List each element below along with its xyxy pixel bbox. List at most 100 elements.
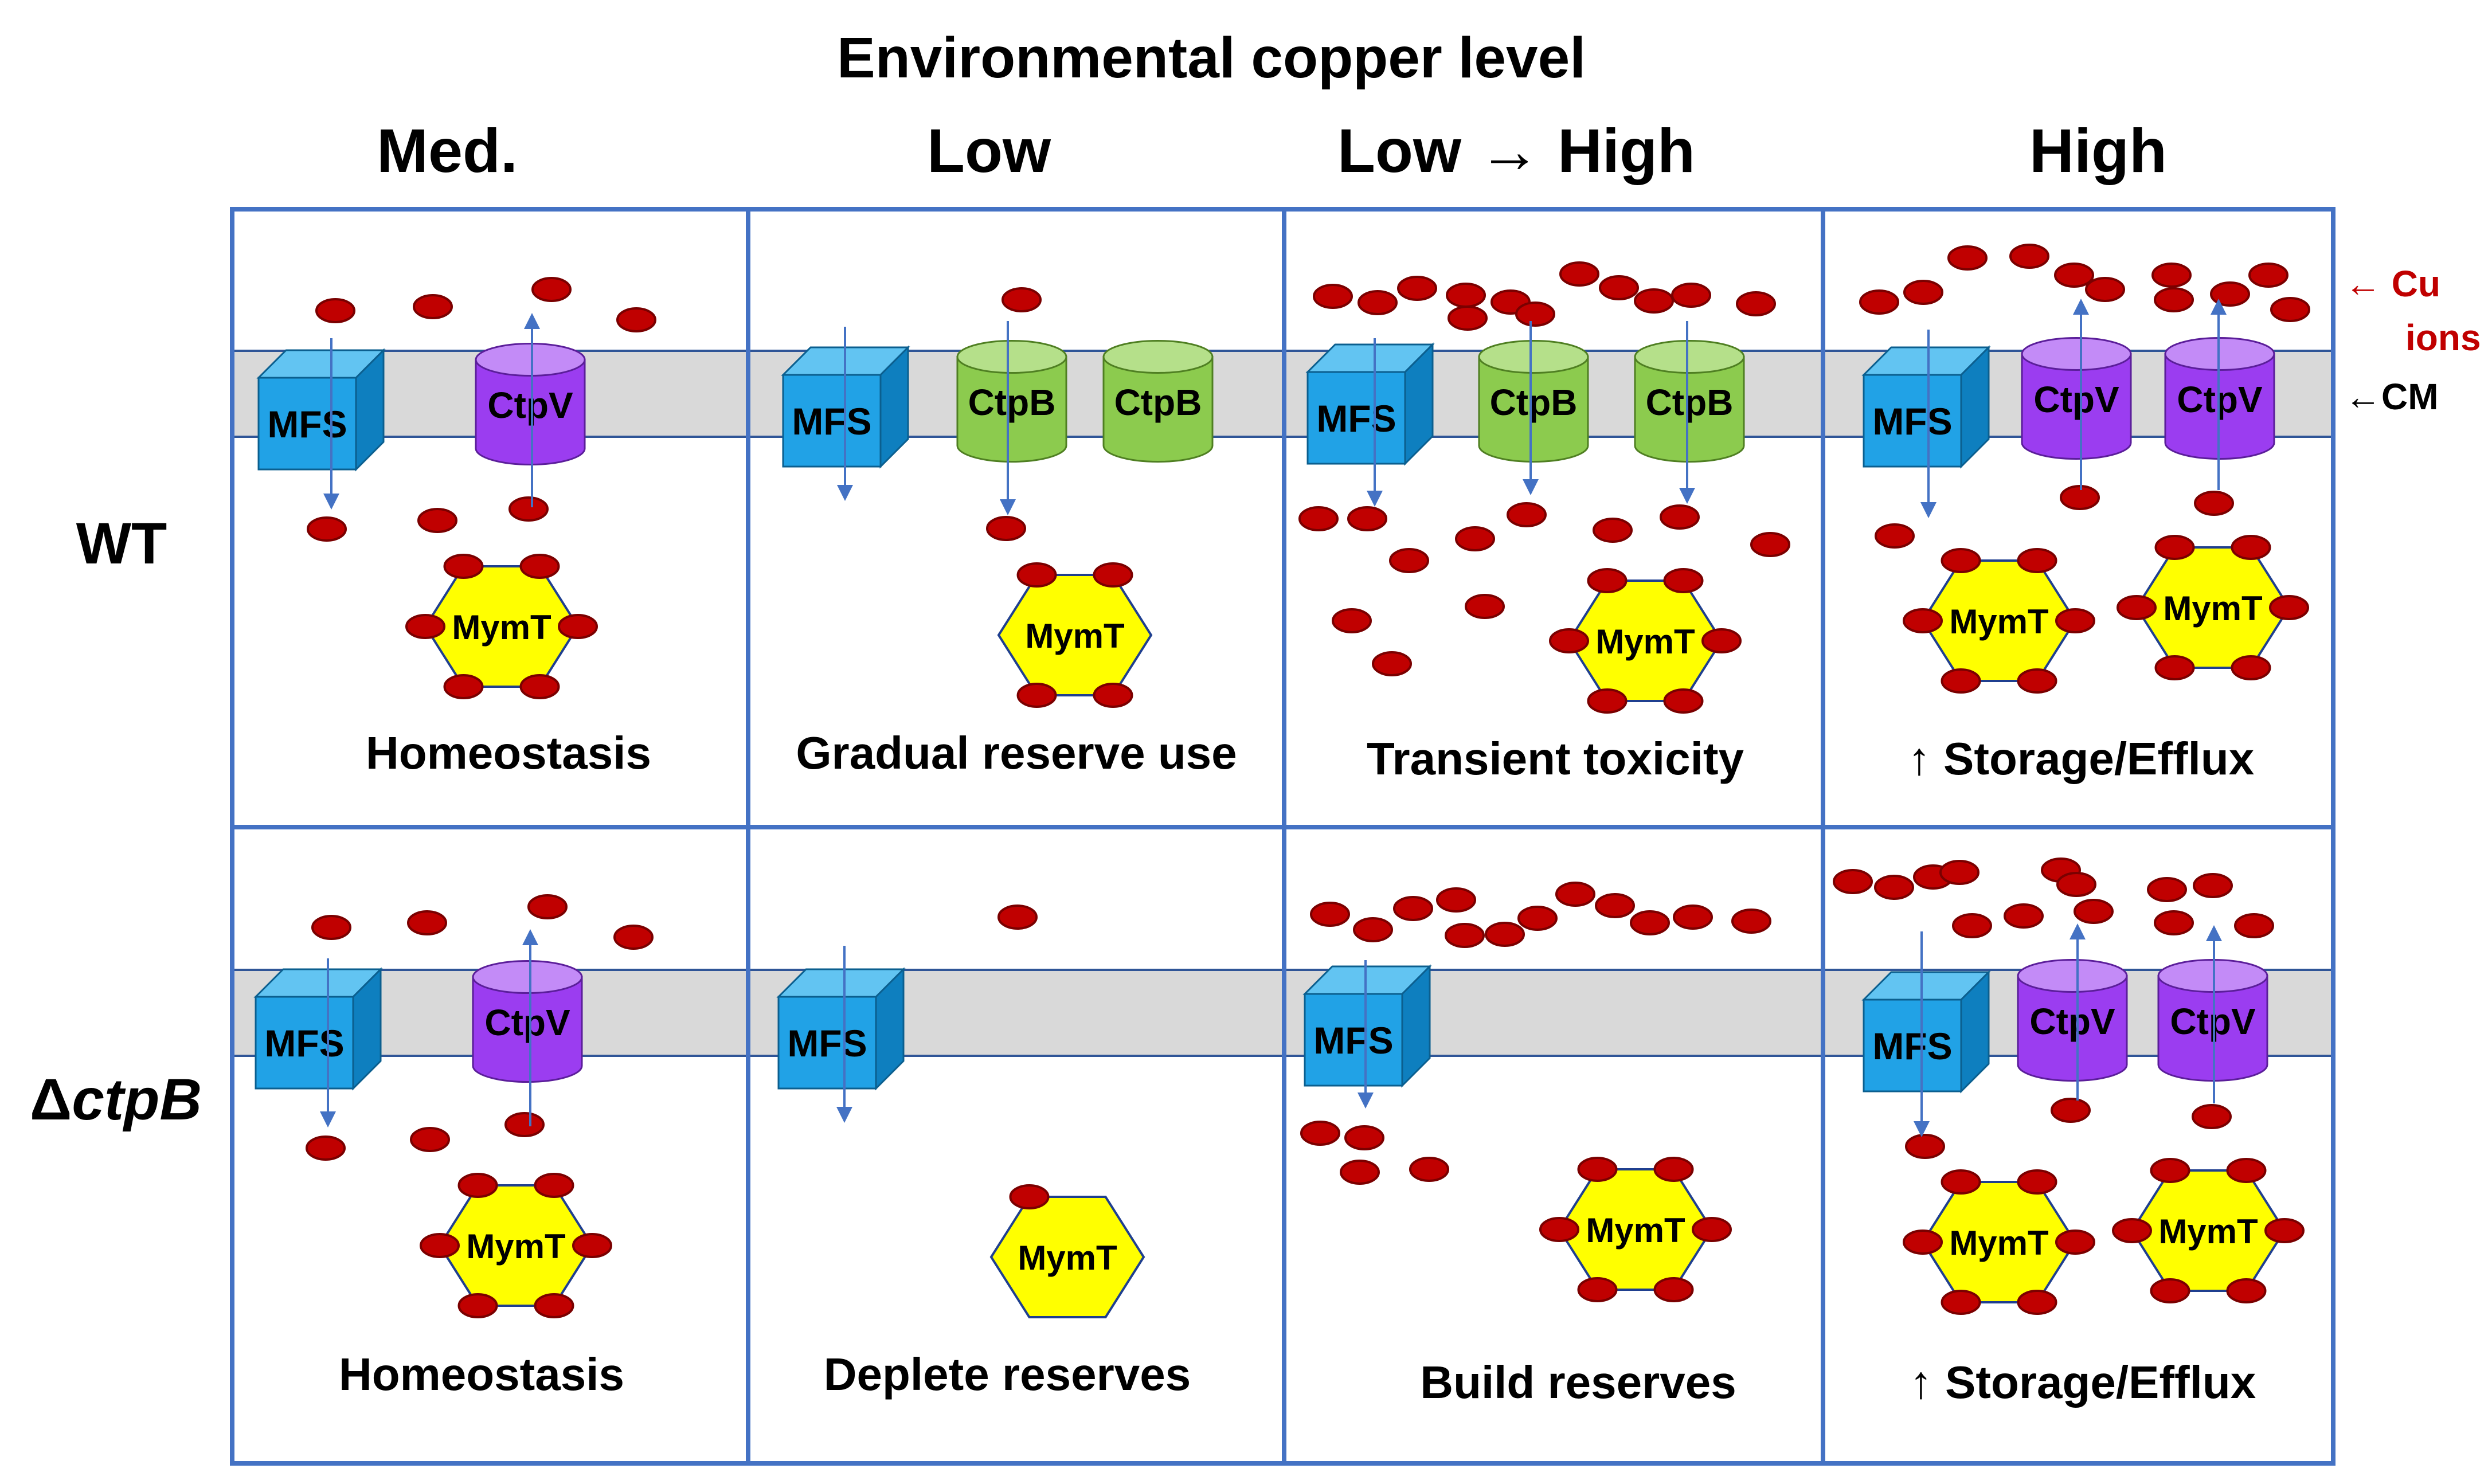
copper-ion: [2248, 263, 2288, 288]
cylinder-top: [956, 340, 1067, 374]
bound-copper-ion: [1701, 628, 1742, 653]
copper-ion: [2009, 244, 2049, 269]
mymt-label: MymT: [2163, 589, 2262, 628]
copper-ion: [1409, 1157, 1449, 1182]
bound-copper-ion: [2017, 1169, 2057, 1195]
mfs-label: MFS: [1316, 397, 1396, 440]
copper-ion: [1859, 289, 1899, 315]
mfs-front-face: [1304, 993, 1403, 1087]
ctpv-transporter: CtpV: [472, 960, 583, 1083]
bound-copper-ion: [2117, 595, 2157, 620]
mymt-protein: MymT: [2135, 546, 2291, 669]
mfs-front-face: [1863, 999, 1962, 1093]
copper-ion: [1947, 245, 1988, 271]
copper-ion: [531, 277, 572, 302]
mfs-label: MFS: [792, 400, 871, 443]
cylinder-body: [1634, 356, 1745, 463]
mfs-front-face: [777, 996, 877, 1090]
copper-ion: [2192, 1104, 2232, 1129]
ctpb-label: CtpB: [1114, 382, 1202, 423]
copper-ion: [2270, 297, 2310, 322]
bound-copper-ion: [2055, 1230, 2095, 1255]
copper-ion: [508, 496, 549, 522]
mfs-transporter: MFS: [256, 348, 386, 472]
copper-ion: [2056, 872, 2096, 897]
bound-copper-ion: [1653, 1277, 1694, 1302]
bound-copper-ion: [457, 1293, 498, 1318]
mfs-label: MFS: [1313, 1019, 1393, 1062]
bound-copper-ion: [1539, 1217, 1579, 1242]
bound-copper-ion: [2231, 535, 2271, 560]
column-header-med: Med.: [376, 116, 518, 185]
caption-ctpb-low-high: Build reserves: [1420, 1357, 1736, 1408]
bound-copper-ion: [2150, 1278, 2190, 1303]
mymt-protein: MymT: [1921, 559, 2077, 682]
bound-copper-ion: [443, 554, 484, 579]
cylinder-top: [1102, 340, 1214, 374]
copper-ion: [1833, 869, 1873, 894]
copper-ion: [1436, 887, 1476, 913]
column-header-high: High: [2029, 116, 2167, 185]
cylinder-body: [956, 356, 1067, 463]
copper-ion: [1448, 306, 1488, 331]
copper-ion: [2193, 873, 2233, 898]
copper-ion: [2054, 263, 2094, 288]
copper-ion: [2051, 1098, 2091, 1123]
mfs-front-face: [1863, 374, 1962, 468]
ctpv-label: CtpV: [2033, 379, 2119, 420]
cylinder-top: [2017, 959, 2128, 993]
mymt-protein: MymT: [1558, 1168, 1714, 1291]
copper-ion: [1593, 518, 1633, 543]
copper-ion: [1389, 548, 1429, 573]
ctpb-transporter: CtpB: [1102, 340, 1214, 463]
bound-copper-ion: [1587, 688, 1628, 714]
copper-ion: [1750, 532, 1790, 557]
cylinder-body: [2017, 975, 2128, 1082]
cu-ions-label: ← Cu: [2345, 263, 2441, 304]
copper-ion: [1517, 906, 1558, 931]
ctpv-label: CtpV: [2029, 1001, 2115, 1042]
bound-copper-ion: [457, 1173, 498, 1198]
mymt-protein: MymT: [438, 1184, 594, 1307]
mfs-transporter: MFS: [1861, 970, 1991, 1094]
copper-ion: [1559, 261, 1599, 287]
copper-ion: [1002, 287, 1042, 312]
copper-ion: [1515, 302, 1555, 327]
copper-ion: [2085, 277, 2125, 302]
bound-copper-ion: [1093, 562, 1133, 588]
copper-ion: [504, 1112, 545, 1137]
bound-copper-ion: [1663, 688, 1704, 714]
mymt-label: MymT: [1949, 1224, 2048, 1262]
bound-copper-ion: [2055, 608, 2095, 633]
bound-copper-ion: [2154, 535, 2195, 560]
copper-ion: [1332, 608, 1372, 633]
copper-ion: [1555, 882, 1595, 907]
mfs-label: MFS: [1872, 1025, 1952, 1067]
ctpb-transporter: CtpB: [1478, 340, 1589, 463]
copper-ion: [2234, 913, 2274, 938]
bound-copper-ion: [1941, 668, 1981, 694]
copper-ion: [1372, 651, 1412, 676]
left-arrow-icon: ←: [2345, 263, 2381, 304]
ctpv-label: CtpV: [484, 1002, 570, 1043]
cm-label: ←CM: [2345, 376, 2439, 417]
bound-copper-ion: [1941, 1290, 1981, 1315]
copper-ion: [1634, 288, 1674, 314]
cylinder-top: [2021, 337, 2132, 371]
copper-ion: [1393, 896, 1433, 921]
bound-copper-ion: [2150, 1158, 2190, 1183]
bound-copper-ion: [1587, 568, 1628, 593]
copper-ion: [306, 1135, 346, 1161]
bound-copper-ion: [1663, 568, 1704, 593]
bound-copper-ion: [1577, 1277, 1618, 1302]
caption-wt-high: ↑ Storage/Efflux: [1907, 733, 2255, 784]
bound-copper-ion: [2226, 1158, 2267, 1183]
cylinder-top: [472, 960, 583, 994]
copper-ion: [1660, 504, 1700, 530]
bound-copper-ion: [1903, 608, 1943, 633]
bound-copper-ion: [534, 1293, 574, 1318]
copper-ion: [407, 910, 447, 935]
copper-ion: [1353, 917, 1393, 942]
